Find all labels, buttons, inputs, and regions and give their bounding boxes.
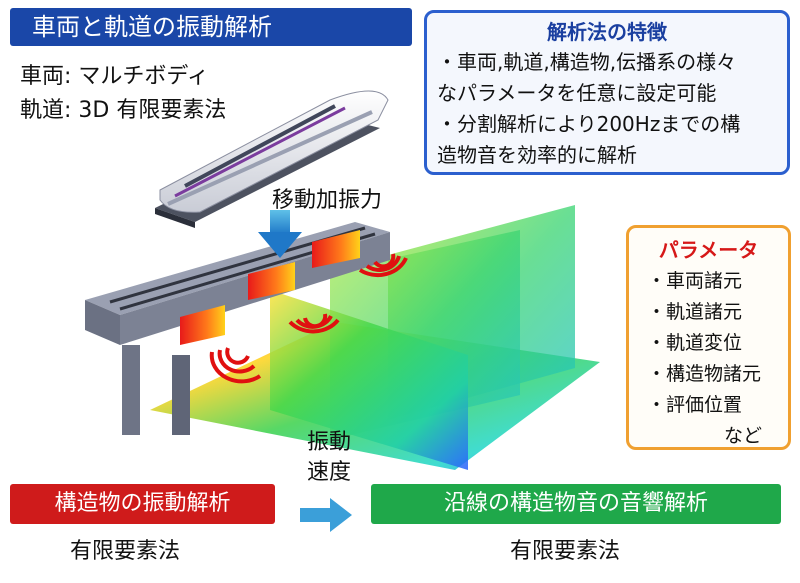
sound-plane-near <box>270 290 468 470</box>
viaduct-deck-side <box>85 300 120 345</box>
parameter-item: ・構造物諸元 <box>647 363 762 385</box>
train-window-band <box>184 104 336 188</box>
features-heading: 解析法の特徴 <box>547 20 667 44</box>
parameters-heading: パラメータ <box>658 238 759 262</box>
vibrating-beam <box>180 305 225 345</box>
page-title: 車両と軌道の振動解析 <box>10 8 412 46</box>
acoustic-analysis-header: 沿線の構造物音の音響解析 <box>371 484 781 524</box>
moving-force-label: 移動加振力 <box>272 188 383 213</box>
vibration-velocity-line: 振動 <box>307 430 352 455</box>
parameter-item: ・軌道諸元 <box>647 301 743 323</box>
parameter-item: ・車両諸元 <box>647 270 743 292</box>
structure-analysis-header: 構造物の振動解析 <box>10 484 275 524</box>
vibrating-beam <box>248 262 295 300</box>
force-arrow-shaft <box>270 210 290 234</box>
track-model-label: 軌道: 3D 有限要素法 <box>20 98 227 123</box>
vehicle-model-label: 車両: マルチボディ <box>20 64 209 89</box>
sound-waves <box>209 253 408 384</box>
features-line: ・分割解析により200Hzまでの構 <box>437 112 741 136</box>
vibration-velocity-line: 速度 <box>307 460 352 485</box>
train-stripe <box>174 106 346 198</box>
features-line: なパラメータを任意に設定可能 <box>437 81 717 105</box>
parameter-item: ・評価位置 <box>647 394 743 416</box>
vibration-velocity-label: 振動 速度 <box>307 428 351 488</box>
track-segment-side <box>155 208 195 228</box>
parameters-box: パラメータ ・車両諸元 ・軌道諸元 ・軌道変位 ・構造物諸元 ・評価位置 など <box>626 225 791 450</box>
parameter-item: ・軌道変位 <box>647 332 743 354</box>
train-skirt <box>167 110 373 206</box>
parameter-etc: など <box>723 425 762 447</box>
features-line: 造物音を効率的に解析 <box>437 143 637 167</box>
viaduct-pier <box>122 345 140 435</box>
structure-analysis-method: 有限要素法 <box>70 539 181 564</box>
features-box: 解析法の特徴 ・車両,軌道,構造物,伝播系の様々 なパラメータを任意に設定可能 … <box>424 10 790 175</box>
flow-arrow <box>300 498 352 532</box>
viaduct-pier <box>172 355 190 435</box>
force-arrow-head <box>258 232 302 258</box>
vibrating-beam <box>312 230 360 268</box>
acoustic-analysis-method: 有限要素法 <box>510 539 621 564</box>
features-line: ・車両,軌道,構造物,伝播系の様々 <box>437 50 737 74</box>
